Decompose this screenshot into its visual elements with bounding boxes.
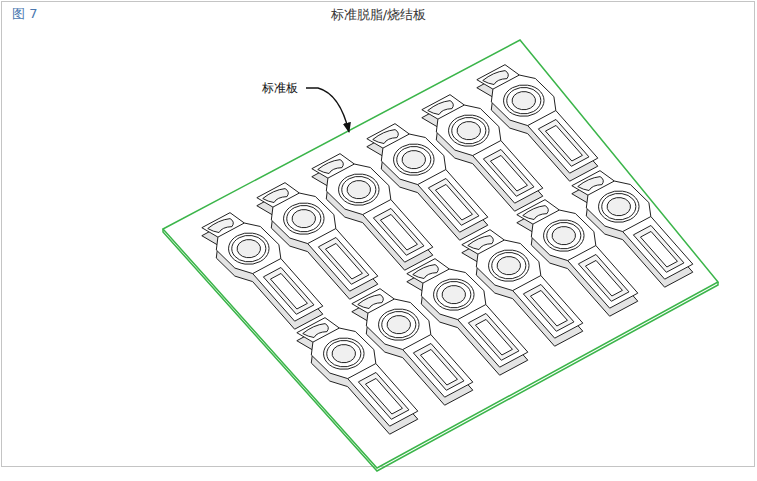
figure-frame <box>2 2 755 467</box>
part-shape <box>468 57 609 187</box>
label-holder: 图 7 <box>12 5 37 23</box>
sinter-plate <box>163 40 718 468</box>
title-holder: 标准脱脂/烧结板 <box>0 4 757 24</box>
label-holder: 标准板 <box>262 80 298 97</box>
part-shape <box>563 163 704 293</box>
figure-number: 图 7 <box>12 5 37 23</box>
part-label: 标准板 <box>262 80 298 97</box>
figure-title: 标准脱脂/烧结板 <box>331 6 426 24</box>
leader-line <box>306 88 349 132</box>
